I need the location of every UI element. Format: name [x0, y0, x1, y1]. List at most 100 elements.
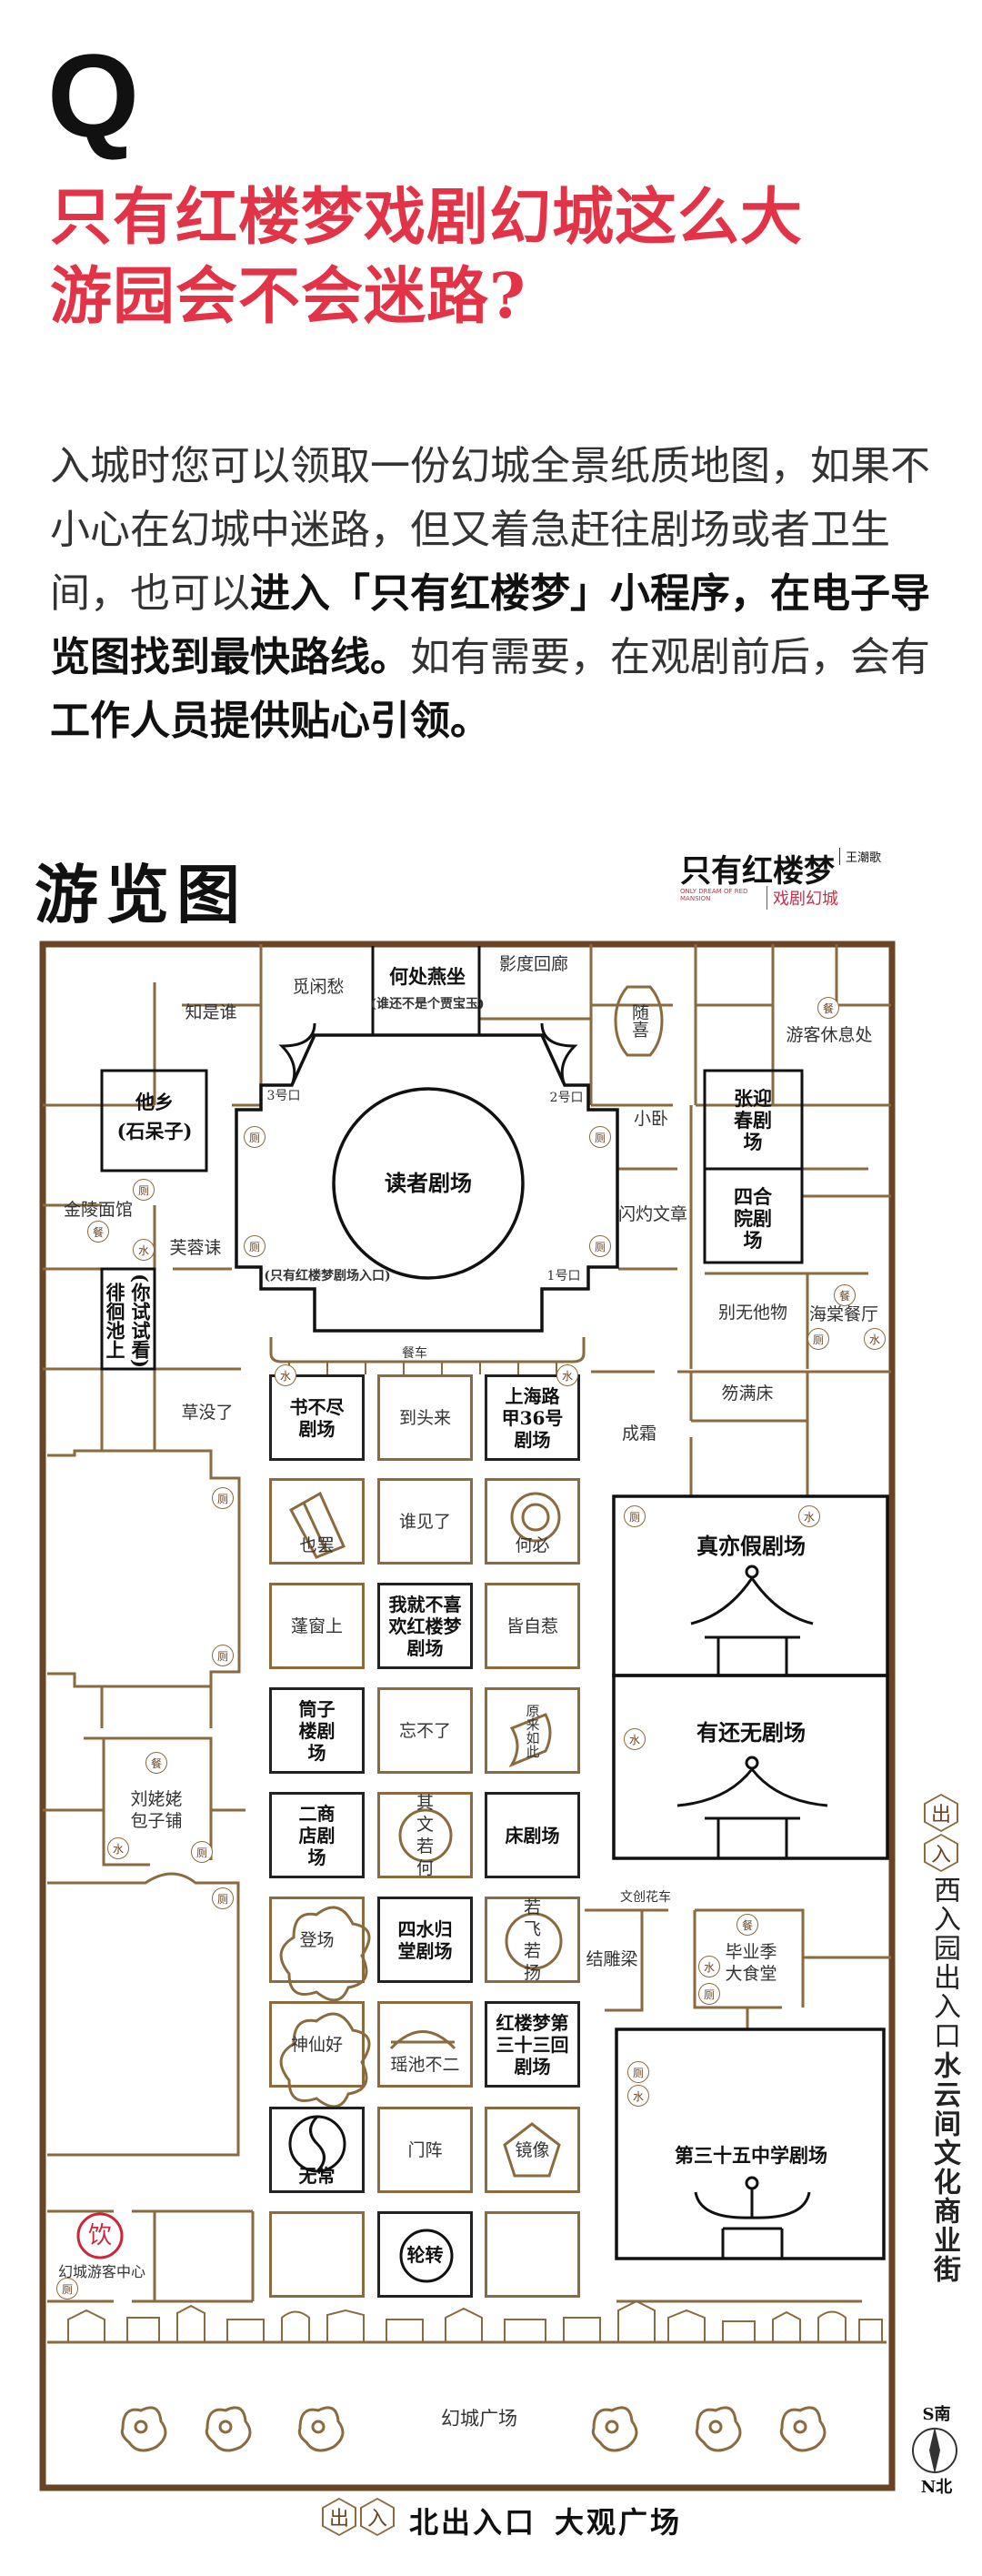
grid-dengchang[interactable]: 登场: [269, 1897, 365, 1983]
label-zhenyijia: 真亦假剧场: [696, 1533, 806, 1559]
label-biewutawu: 别无他物: [717, 1303, 788, 1323]
answer-text-1: 入城时您可以领取一份幻城全景纸质地图，如果不小心在幻城中迷路，但又着急赶往剧场或…: [50, 443, 930, 617]
biyeji-wall: [693, 1908, 805, 2009]
water-icon: 水: [624, 1728, 646, 1750]
grid-chuang-theater[interactable]: 床剧场: [485, 1792, 580, 1878]
label-gate2: 2号口: [549, 1091, 584, 1105]
pavilion-icon: [676, 1766, 828, 1858]
logo-sub: 戏剧幻城: [767, 886, 838, 910]
grid-wojiubuxihuan-theater[interactable]: 我就不喜欢红楼梦剧场: [377, 1583, 473, 1669]
grid-yeba[interactable]: 也罢: [269, 1478, 365, 1565]
grid-shubujin-theater[interactable]: 书不尽剧场: [269, 1374, 365, 1461]
logo-side: 王潮歌: [839, 848, 881, 865]
grid-qiwenruohe[interactable]: 其文若何: [377, 1792, 473, 1878]
compass-south: S南: [922, 2405, 951, 2424]
label-chengshuang: 成霜: [621, 1424, 657, 1444]
roof-horn-right: [540, 1022, 578, 1086]
grid-daotoulai[interactable]: 到头来: [377, 1374, 473, 1461]
label-jumanchuang: 笏满床: [721, 1384, 774, 1404]
toilet-icon: 厕: [212, 1887, 234, 1909]
label-entrance: (只有红楼梦剧场入口): [264, 1269, 391, 1283]
grid-shuijianle[interactable]: 谁见了: [377, 1478, 473, 1565]
label-caomeile: 草没了: [181, 1403, 234, 1423]
toilet-icon: 厕: [624, 1505, 646, 1527]
toilet-icon: 厕: [212, 1645, 234, 1666]
grid-hebi[interactable]: 何必: [485, 1478, 580, 1565]
label-plaza: 幻城广场: [441, 2408, 517, 2430]
food-icon: 餐: [736, 1914, 758, 1936]
ring-icon: [505, 1912, 563, 1970]
reader-theater-building: [235, 1033, 619, 1333]
water-icon: 水: [627, 2085, 649, 2107]
food-icon: 餐: [87, 1221, 109, 1243]
label-zhangyingchun: 张迎春剧场: [734, 1087, 772, 1153]
swirl-icon: [510, 1492, 561, 1543]
water-icon: 水: [133, 1239, 155, 1261]
grid-tongzilou-theater[interactable]: 筒子楼剧场: [269, 1687, 365, 1774]
toilet-icon: 厕: [244, 1235, 266, 1257]
cloud-icon: [591, 2406, 638, 2452]
label-hechuyanzuo: 何处燕坐: [389, 965, 466, 988]
left-building-upper: [47, 1449, 241, 1688]
fan-icon: [508, 1713, 552, 1768]
cloud-icon: [779, 2406, 827, 2452]
reader-theater-stage: [332, 1087, 525, 1280]
label-liulaolao: 刘姥姥包子铺: [130, 1789, 183, 1831]
grid-yaochibuer[interactable]: 瑶池不二: [377, 2001, 473, 2088]
grid-empty: [269, 2211, 365, 2298]
pavilion-icon: [690, 1575, 814, 1675]
water-icon: 水: [698, 1956, 720, 1977]
grid-ershangdian-theater[interactable]: 二商店剧场: [269, 1792, 365, 1878]
toilet-icon: 厕: [627, 2061, 649, 2083]
water-icon: 水: [798, 1505, 820, 1527]
skyline: [67, 2299, 883, 2342]
grid-ruofeiruoyang[interactable]: 若飞若扬: [485, 1897, 580, 1983]
grid-lunzhuan[interactable]: 轮转: [377, 2211, 473, 2298]
label-siheyuan: 四合院剧场: [734, 1185, 772, 1252]
water-icon: 水: [864, 1328, 886, 1350]
brand-logo: 只有红楼梦 王潮歌 ONLY DREAM OF RED MANSION 戏剧幻城: [680, 846, 898, 910]
grid-sishuiguitang-theater[interactable]: 四水归堂剧场: [377, 1897, 473, 1983]
book-icon: [288, 1491, 346, 1559]
grid-jiezire[interactable]: 皆自惹: [485, 1583, 580, 1669]
taxiang-box: [100, 1069, 208, 1172]
label-shanzhuo: 闪灼文章: [617, 1204, 688, 1224]
label-north-entrance: 北出入口: [409, 2505, 537, 2540]
grid-yuanlairuci[interactable]: 原来如此: [485, 1687, 580, 1774]
pavilion-icon: [745, 1565, 759, 1579]
question-title-line2: 游园会不会迷路?: [50, 260, 526, 333]
exit-badge: 出: [322, 2498, 356, 2536]
cloud-icon: [311, 2420, 326, 2434]
toilet-icon: 厕: [698, 1983, 720, 2005]
grid-shenxianhao[interactable]: 神仙好: [269, 2001, 365, 2088]
answer-bold-2: 工作人员提供贴心引领。: [50, 698, 490, 744]
grid-jingxiang[interactable]: 镜像: [485, 2107, 580, 2193]
grid-shanghailu36-theater[interactable]: 上海路甲36号剧场: [485, 1374, 580, 1461]
grid-menzhen[interactable]: 门阵: [377, 2107, 473, 2193]
label-hechuyanzuo-sub: (谁还不是个贾宝玉): [370, 997, 485, 1011]
enter-badge: 入: [924, 1834, 958, 1872]
lantern-shape: [614, 985, 664, 1057]
grid-wangbuliao[interactable]: 忘不了: [377, 1687, 473, 1774]
label-gift-car: 文创花车: [620, 1890, 671, 1905]
bridge-icon: [389, 2030, 456, 2050]
pentagon-icon: [503, 2122, 561, 2178]
toilet-icon: 厕: [56, 2278, 78, 2299]
jiediaoliang-wall: [585, 1908, 668, 2012]
paihuai-box: [100, 1267, 156, 1371]
lunzhuan-ring: [399, 2229, 454, 2283]
label-paihuai: 徘徊池上: [104, 1283, 126, 1359]
grid-pengchuangshang[interactable]: 蓬窗上: [269, 1583, 365, 1669]
toilet-icon: 厕: [589, 1235, 611, 1257]
label-gate3: 3号口: [266, 1089, 301, 1103]
answer-paragraph: 入城时您可以领取一份幻城全景纸质地图，如果不小心在幻城中迷路，但又着急赶往剧场或…: [50, 435, 941, 753]
compass-needle: [929, 2427, 940, 2474]
label-dining-car: 餐车: [402, 1346, 427, 1361]
grid-hlm33-theater[interactable]: 红楼梦第三十三回剧场: [485, 2001, 580, 2088]
grid-wuchang[interactable]: 无常: [269, 2107, 365, 2193]
toilet-icon: 厕: [133, 1179, 155, 1201]
label-furonglei: 芙蓉诔: [169, 1238, 222, 1258]
label-west-entrance: 西入园出入口: [928, 1876, 960, 2050]
answer-bold-1: 进入「只有红楼梦」小程序，在电子导览图找到最快路线。: [50, 570, 930, 680]
